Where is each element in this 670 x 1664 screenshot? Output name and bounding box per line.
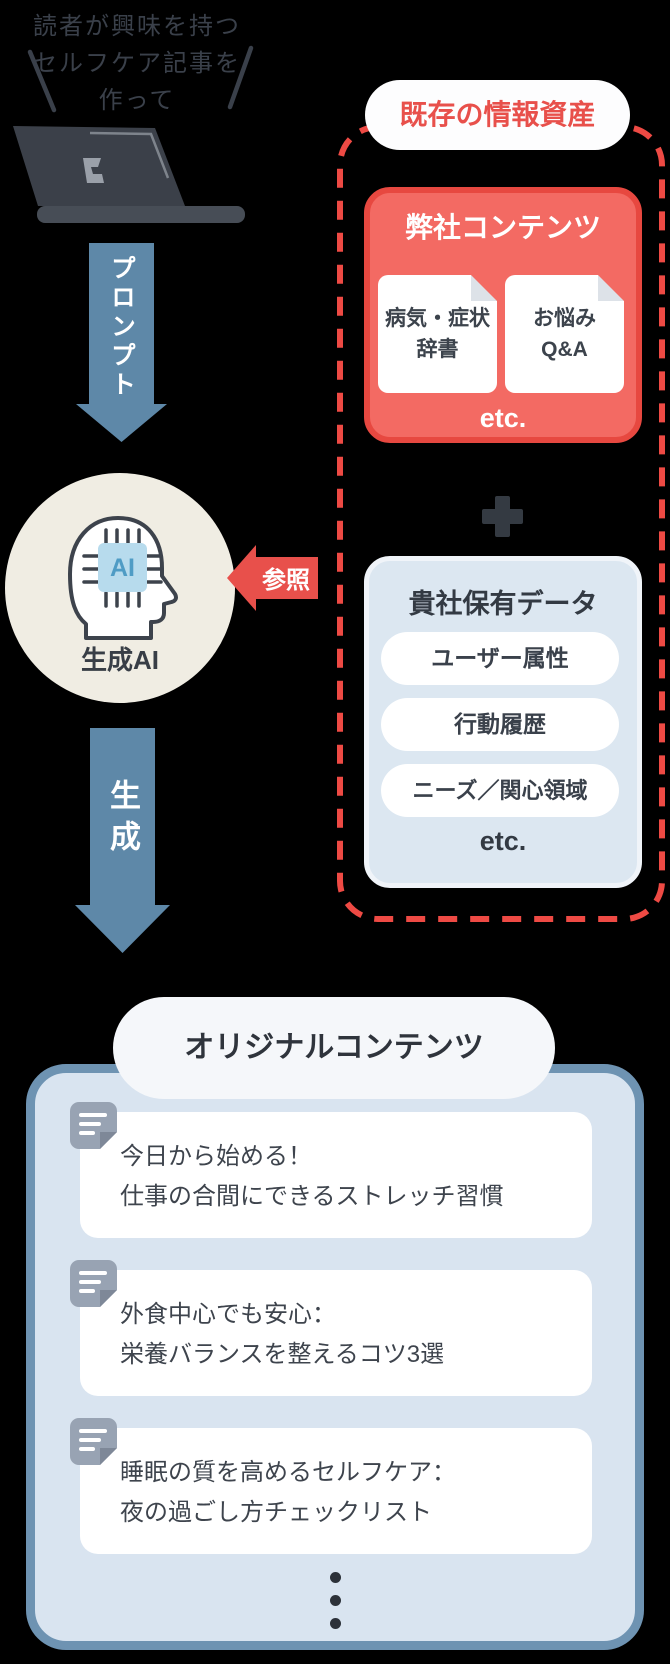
prompt-note-line: 読者が興味を持つ [33,13,241,40]
company-contents-title: 弊社コンテンツ [404,212,601,243]
article-title-line: 外食中心でも安心： [120,1301,336,1328]
article-card: 睡眠の質を高めるセルフケア： 夜の過ごし方チェックリスト [70,1418,592,1554]
reference-arrow-label: 参照 [262,567,310,594]
ellipsis-icon [330,1572,341,1629]
generative-ai-label: 生成AI [80,645,159,675]
article-title-line: 睡眠の質を高めるセルフケア： [120,1459,456,1486]
document-card-line: お悩み [533,307,596,330]
document-card-line: 病気・症状 [385,307,490,330]
article-card: 今日から始める！ 仕事の合間にできるストレッチ習慣 [70,1102,592,1238]
document-card: お悩み Q&A [505,275,624,393]
generate-arrow-label: 生成 [105,779,140,861]
memo-icon [70,1260,117,1307]
document-card-line: 辞書 [416,338,459,361]
memo-icon [70,1102,117,1149]
prompt-note: 読者が興味を持つ セルフケア記事を 作って [18,8,256,119]
prompt-arrow-label: プロンプト [107,254,136,400]
memo-icon [70,1418,117,1465]
prompt-note-line: セルフケア記事を [33,50,241,77]
client-etc-label: etc. [479,826,527,856]
article-title-line: 今日から始める！ [120,1143,312,1170]
client-data-title: 貴社保有データ [408,589,598,619]
article-title-line: 栄養バランスを整えるコツ3選 [120,1341,445,1368]
company-etc-label: etc. [479,403,527,433]
prompt-note-line: 作って [98,87,176,114]
article-card: 外食中心でも安心： 栄養バランスを整えるコツ3選 [70,1260,592,1396]
plus-icon [482,496,523,537]
assets-panel-title: 既存の情報資産 [365,80,630,150]
output-panel-title: オリジナルコンテンツ [113,997,555,1099]
client-data-item: ユーザー属性 [381,632,619,685]
laptop-icon [13,126,245,223]
client-data-item: ニーズ／関心領域 [381,764,619,817]
article-title-line: 夜の過ごし方チェックリスト [120,1499,432,1526]
article-title-line: 仕事の合間にできるストレッチ習慣 [120,1183,504,1210]
document-card: 病気・症状 辞書 [378,275,497,393]
document-card-line: Q&A [541,338,588,361]
client-data-item: 行動履歴 [381,698,619,751]
